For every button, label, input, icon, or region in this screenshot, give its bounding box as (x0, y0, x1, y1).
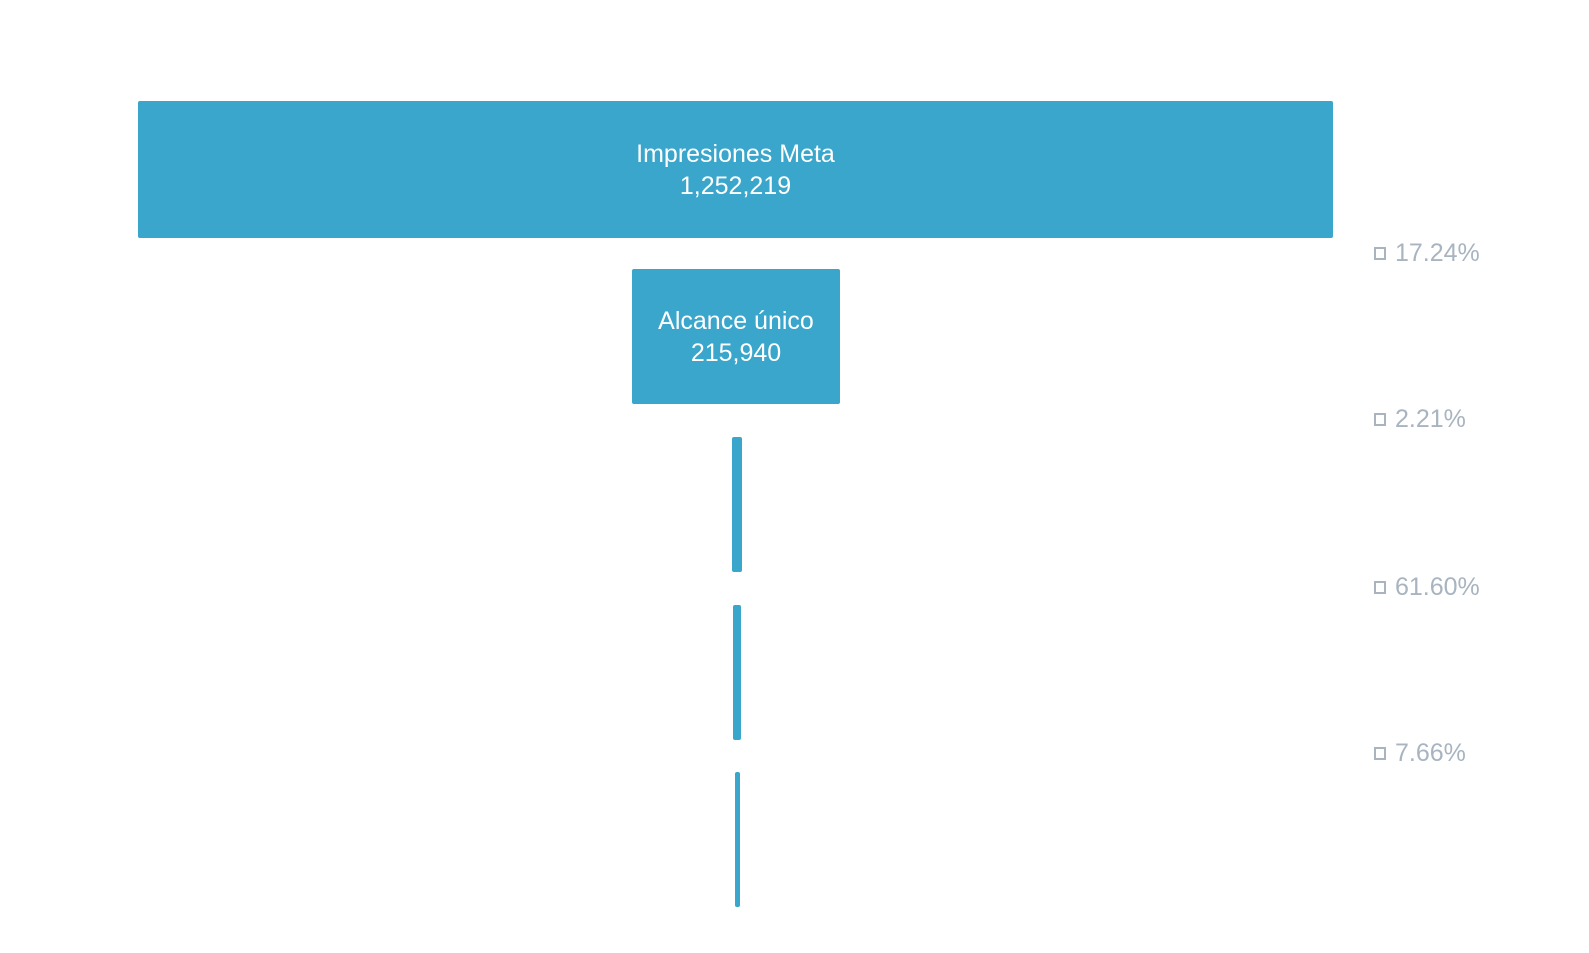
conversion-rate-3-value: 61.60% (1395, 573, 1480, 601)
funnel-stage-2-label: Alcance único (658, 306, 814, 335)
empty-square-glyph-icon (1374, 412, 1386, 426)
empty-square-glyph-icon (1374, 580, 1386, 594)
conversion-rate-1: 17.24% (1374, 238, 1480, 268)
empty-square-glyph-icon (1374, 246, 1386, 260)
conversion-rate-4-value: 7.66% (1395, 739, 1466, 767)
funnel-stage-1-value: 1,252,219 (679, 171, 792, 200)
funnel-stage-5[interactable] (735, 772, 740, 907)
conversion-rate-1-value: 17.24% (1395, 239, 1480, 267)
empty-square-glyph-icon (1374, 746, 1386, 760)
funnel-stage-2-text: Alcance único 215,940 (632, 305, 840, 369)
funnel-stage-1-text: Impresiones Meta 1,252,219 (138, 138, 1333, 202)
conversion-rate-2: 2.21% (1374, 404, 1466, 434)
funnel-stage-1-label: Impresiones Meta (636, 139, 835, 168)
funnel-stage-4[interactable] (733, 605, 741, 740)
funnel-stage-2-value: 215,940 (690, 338, 782, 367)
funnel-stage-3[interactable] (732, 437, 742, 572)
funnel-stage-2[interactable]: Alcance único 215,940 (632, 269, 840, 404)
funnel-stage-1[interactable]: Impresiones Meta 1,252,219 (138, 101, 1333, 238)
conversion-rate-2-value: 2.21% (1395, 405, 1466, 433)
conversion-rate-4: 7.66% (1374, 738, 1466, 768)
conversion-rate-3: 61.60% (1374, 572, 1480, 602)
